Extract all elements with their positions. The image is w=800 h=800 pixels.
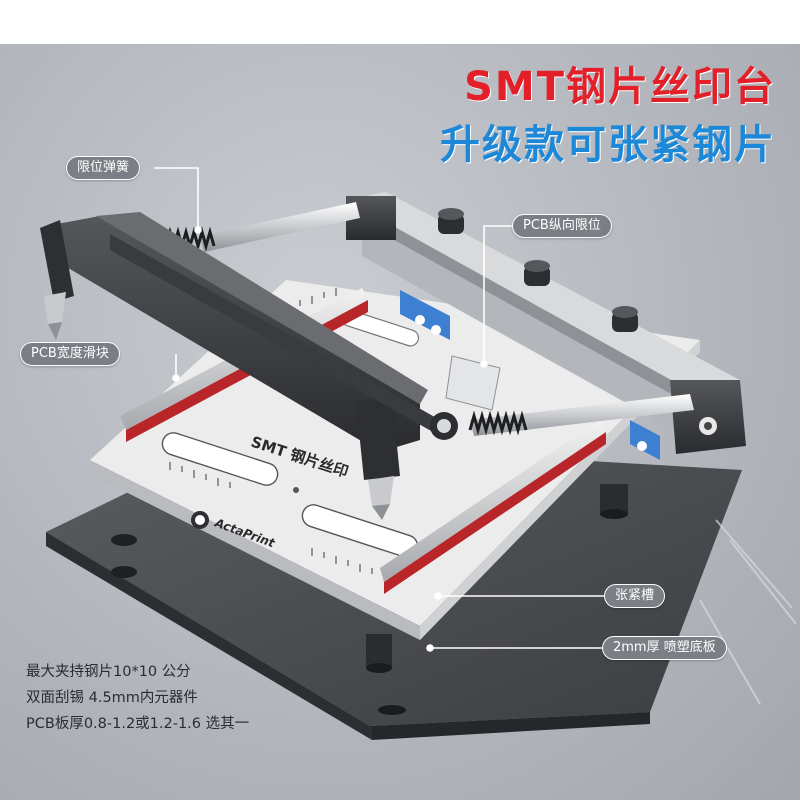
hinge-knob[interactable] (430, 412, 458, 440)
clamp-frame[interactable] (40, 212, 440, 480)
base-reflection (699, 519, 797, 705)
spec-line-1: 最大夹持钢片10*10 公分 (26, 664, 191, 680)
callout-tension-slot: 张紧槽 (604, 584, 666, 608)
callout-leader-lines (154, 167, 606, 652)
title-line-2: 升级款可张紧钢片 (440, 122, 776, 168)
blue-block (400, 290, 660, 460)
rubber-feet (111, 484, 628, 715)
title-line-1: SMT钢片丝印台 (464, 64, 776, 110)
callout-pcb-width-slider: PCB宽度滑块 (20, 342, 120, 366)
locating-pin (44, 292, 394, 520)
rear-tension-rail (346, 192, 740, 444)
callout-base-plate: 2mm厚 喷塑底板 (602, 636, 727, 660)
spec-line-2: 双面刮锡 4.5mm内元器件 (26, 690, 198, 706)
callout-limit-spring: 限位弹簧 (66, 156, 141, 180)
spec-line-3: PCB板厚0.8-1.2或1.2-1.6 选其一 (26, 716, 250, 732)
adjust-knob[interactable] (438, 208, 638, 332)
pcb-slider-right[interactable] (380, 420, 606, 594)
callout-pcb-vertical-limit: PCB纵向限位 (512, 214, 612, 238)
